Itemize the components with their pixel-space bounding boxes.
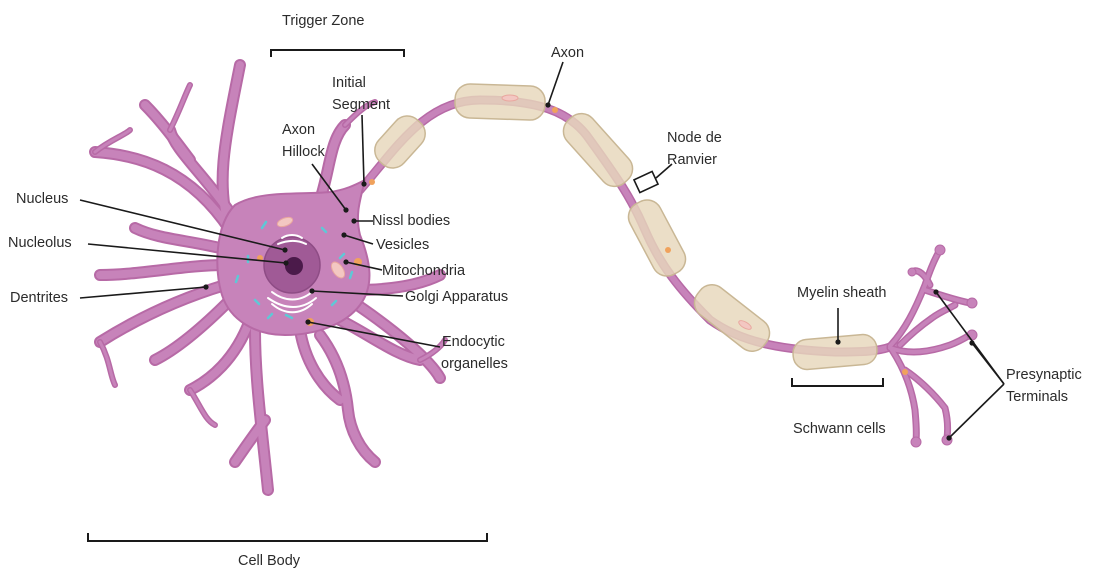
label-initial-segment-2: Segment xyxy=(332,97,390,113)
label-axon: Axon xyxy=(551,45,584,61)
label-axon-hillock-1: Axon xyxy=(282,122,315,138)
label-schwann-cells: Schwann cells xyxy=(793,421,886,437)
cell-body-bracket xyxy=(88,533,487,541)
label-endocytic-1: Endocytic xyxy=(442,334,505,350)
label-nissl-bodies: Nissl bodies xyxy=(372,213,450,229)
label-mitochondria: Mitochondria xyxy=(382,263,466,279)
label-golgi-apparatus: Golgi Apparatus xyxy=(405,289,508,305)
label-dentrites: Dentrites xyxy=(10,290,68,306)
label-endocytic-2: organelles xyxy=(441,356,508,372)
nucleolus-shape xyxy=(285,257,303,275)
node-de-ranvier-box xyxy=(634,171,658,192)
label-myelin-sheath: Myelin sheath xyxy=(797,285,886,301)
label-presynaptic-2: Terminals xyxy=(1006,389,1068,405)
trigger-zone-bracket xyxy=(271,50,404,57)
label-cell-body: Cell Body xyxy=(238,553,301,569)
axon-terminals xyxy=(890,245,977,447)
label-trigger-zone: Trigger Zone xyxy=(282,13,364,29)
label-initial-segment-1: Initial xyxy=(332,75,366,91)
label-node-de-ranvier-1: Node de xyxy=(667,130,722,146)
label-vesicles: Vesicles xyxy=(376,237,429,253)
label-presynaptic-1: Presynaptic xyxy=(1006,367,1082,383)
schwann-cells-bracket xyxy=(792,378,883,386)
label-node-de-ranvier-2: Ranvier xyxy=(667,152,717,168)
label-axon-hillock-2: Hillock xyxy=(282,144,325,160)
label-nucleus: Nucleus xyxy=(16,191,68,207)
label-nucleolus: Nucleolus xyxy=(8,235,72,251)
